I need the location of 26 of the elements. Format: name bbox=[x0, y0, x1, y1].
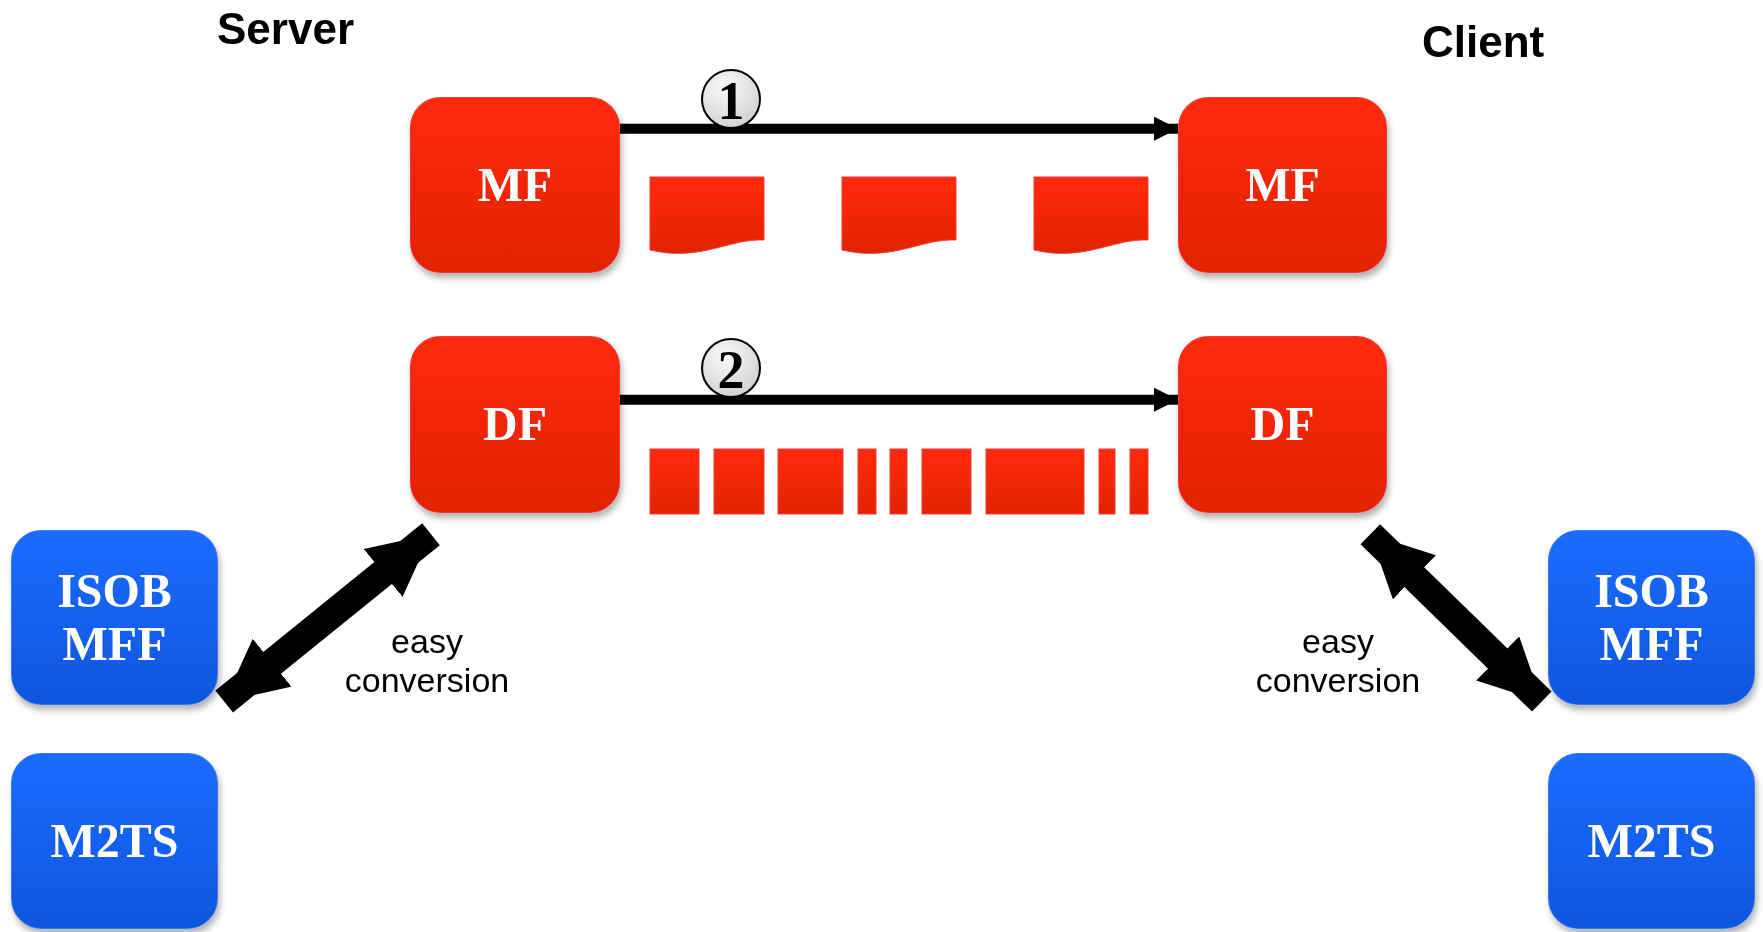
side-heading: Client bbox=[1422, 17, 1545, 67]
format-box bbox=[11, 530, 218, 705]
format-name: ISOB MFF bbox=[56, 564, 173, 671]
format-box bbox=[1548, 753, 1755, 929]
format-name: ISOB MFF bbox=[1593, 564, 1710, 671]
format-box bbox=[1548, 530, 1755, 705]
format-name: M2TS bbox=[49, 814, 180, 868]
side-heading: Server bbox=[217, 4, 354, 54]
format-box bbox=[11, 753, 218, 929]
format-name: MF bbox=[1244, 158, 1321, 212]
edge-label: easy conversion bbox=[1254, 622, 1422, 701]
format-box bbox=[1178, 336, 1387, 513]
step-number: 2 bbox=[701, 338, 761, 398]
edge-label: easy conversion bbox=[343, 622, 511, 701]
double-arrow bbox=[1360, 524, 1552, 712]
format-box bbox=[410, 97, 620, 273]
format-box bbox=[1178, 97, 1387, 273]
format-name: DF bbox=[482, 398, 548, 451]
double-arrow bbox=[215, 523, 440, 713]
format-name: MF bbox=[476, 158, 554, 212]
step-number: 1 bbox=[701, 69, 761, 129]
arrow bbox=[620, 387, 1178, 412]
format-box bbox=[410, 336, 620, 513]
arrow bbox=[620, 116, 1178, 141]
format-name: M2TS bbox=[1586, 814, 1717, 868]
format-name: DF bbox=[1249, 398, 1316, 451]
